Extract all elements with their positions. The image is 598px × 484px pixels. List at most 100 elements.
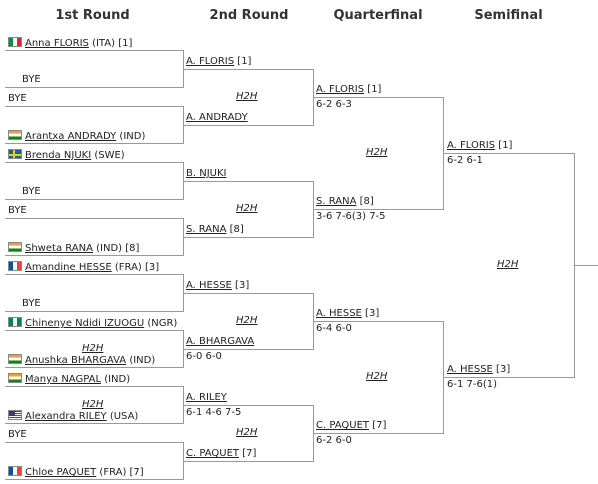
r1-slot: Alexandra RILEY (USA)	[8, 410, 138, 423]
h2h-link[interactable]: H2H	[236, 315, 258, 326]
r1-slot: Amandine HESSE (FRA) [3]	[8, 261, 159, 274]
bracket-line	[183, 237, 313, 238]
player-name-link[interactable]: A. ANDRADY	[186, 112, 248, 123]
flag-icon-ngr	[8, 317, 22, 327]
player-seed: [1]	[364, 84, 382, 95]
h2h-link[interactable]: H2H	[82, 343, 104, 354]
h2h-link[interactable]: H2H	[236, 427, 258, 438]
r1-slot: BYE	[22, 298, 41, 310]
flag-icon-fra	[8, 261, 22, 271]
r2-slot: S. RANA [8]	[186, 224, 244, 236]
bracket-line	[313, 209, 443, 210]
r1-slot: Chloe PAQUET (FRA) [7]	[8, 466, 144, 479]
h2h-link[interactable]: H2H	[366, 147, 388, 158]
bye-label: BYE	[8, 93, 27, 104]
h2h-link[interactable]: H2H	[366, 371, 388, 382]
player-seed: [3]	[361, 308, 380, 319]
match-score: 6-4 6-0	[316, 323, 352, 334]
player-name-link[interactable]: Alexandra RILEY	[25, 411, 107, 422]
bye-label: BYE	[8, 205, 27, 216]
player-name-link[interactable]: Anushka BHARGAVA	[25, 355, 127, 366]
player-name-link[interactable]: Shweta RANA	[25, 243, 93, 254]
r2-slot: A. FLORIS [1]	[186, 56, 251, 68]
qf-slot: A. FLORIS [1]	[316, 84, 381, 96]
player-name-link[interactable]: C. PAQUET	[186, 448, 240, 459]
player-name-link[interactable]: Brenda NJUKI	[25, 150, 92, 161]
sf-slot: A. FLORIS [1]	[447, 140, 512, 152]
player-seed: [8]	[226, 224, 244, 235]
player-name-link[interactable]: A. FLORIS	[186, 56, 235, 67]
bye-label: BYE	[22, 74, 41, 85]
bracket-line	[183, 181, 313, 182]
flag-icon-ita	[8, 37, 22, 47]
bye-label: BYE	[22, 186, 41, 197]
qf-slot: A. HESSE [3]	[316, 308, 379, 320]
sf-slot: A. HESSE [3]	[447, 364, 510, 376]
player-name-link[interactable]: A. FLORIS	[447, 140, 496, 151]
player-seed: [3]	[492, 364, 511, 375]
bracket-line	[183, 69, 313, 70]
player-name-link[interactable]: Manya NAGPAL	[25, 374, 102, 385]
player-seed: (IND)	[126, 355, 156, 366]
r1-slot: Anna FLORIS (ITA) [1]	[8, 37, 132, 50]
r2-slot: A. HESSE [3]	[186, 280, 249, 292]
h2h-link[interactable]: H2H	[236, 203, 258, 214]
player-name-link[interactable]: B. NJUKI	[186, 168, 227, 179]
player-name-link[interactable]: Chloe PAQUET	[25, 467, 97, 478]
bracket-line	[5, 255, 183, 256]
bracket-line	[313, 321, 443, 322]
h2h-link[interactable]: H2H	[236, 91, 258, 102]
player-seed: (IND)	[101, 374, 131, 385]
player-seed: (FRA) [3]	[111, 262, 160, 273]
player-name-link[interactable]: S. RANA	[186, 224, 227, 235]
bracket-line	[5, 479, 183, 480]
player-name-link[interactable]: Anna FLORIS	[25, 38, 89, 49]
r2-slot: C. PAQUET [7]	[186, 448, 256, 460]
r1-slot: BYE	[8, 429, 27, 441]
player-name-link[interactable]: Chinenye Ndidi IZUOGU	[25, 318, 145, 329]
header-1st-round: 1st Round	[55, 8, 130, 23]
r2-slot: A. RILEY	[186, 392, 227, 404]
h2h-link[interactable]: H2H	[82, 399, 104, 410]
player-name-link[interactable]: A. HESSE	[447, 364, 493, 375]
player-name-link[interactable]: A. HESSE	[316, 308, 362, 319]
player-seed: (IND)	[116, 131, 146, 142]
player-name-link[interactable]: S. RANA	[316, 196, 357, 207]
bracket-line	[5, 106, 183, 107]
bracket-line	[183, 405, 313, 406]
r1-slot: BYE	[8, 205, 27, 217]
player-seed: [1]	[495, 140, 513, 151]
r2-slot: A. BHARGAVA	[186, 336, 254, 348]
header-2nd-round: 2nd Round	[209, 8, 289, 23]
bracket-line	[5, 423, 183, 424]
player-seed: (ITA) [1]	[88, 38, 133, 49]
player-seed: [7]	[369, 420, 387, 431]
bracket-line	[313, 433, 443, 434]
bracket-line	[443, 153, 574, 154]
match-score: 6-2 6-1	[447, 155, 483, 166]
player-name-link[interactable]: A. RILEY	[186, 392, 227, 403]
bracket-line	[5, 143, 183, 144]
match-score: 6-1 4-6 7-5	[186, 407, 242, 418]
r1-slot: BYE	[22, 186, 41, 198]
player-seed: (NGR)	[144, 318, 178, 329]
match-score: 6-0 6-0	[186, 351, 222, 362]
flag-icon-ind	[8, 242, 22, 252]
player-name-link[interactable]: Arantxa ANDRADY	[25, 131, 117, 142]
player-name-link[interactable]: A. HESSE	[186, 280, 232, 291]
bracket-line	[443, 377, 574, 378]
bye-label: BYE	[22, 298, 41, 309]
player-name-link[interactable]: Amandine HESSE	[25, 262, 112, 273]
h2h-link[interactable]: H2H	[497, 259, 519, 270]
player-name-link[interactable]: A. FLORIS	[316, 84, 365, 95]
bracket-line	[5, 87, 183, 88]
r1-slot: Brenda NJUKI (SWE)	[8, 149, 125, 162]
player-name-link[interactable]: C. PAQUET	[316, 420, 370, 431]
player-name-link[interactable]: A. BHARGAVA	[186, 336, 255, 347]
bracket-line	[5, 50, 183, 51]
bracket-line	[5, 218, 183, 219]
match-score: 6-2 6-3	[316, 99, 352, 110]
qf-slot: C. PAQUET [7]	[316, 420, 386, 432]
bracket-line	[183, 461, 313, 462]
player-seed: [8]	[356, 196, 374, 207]
